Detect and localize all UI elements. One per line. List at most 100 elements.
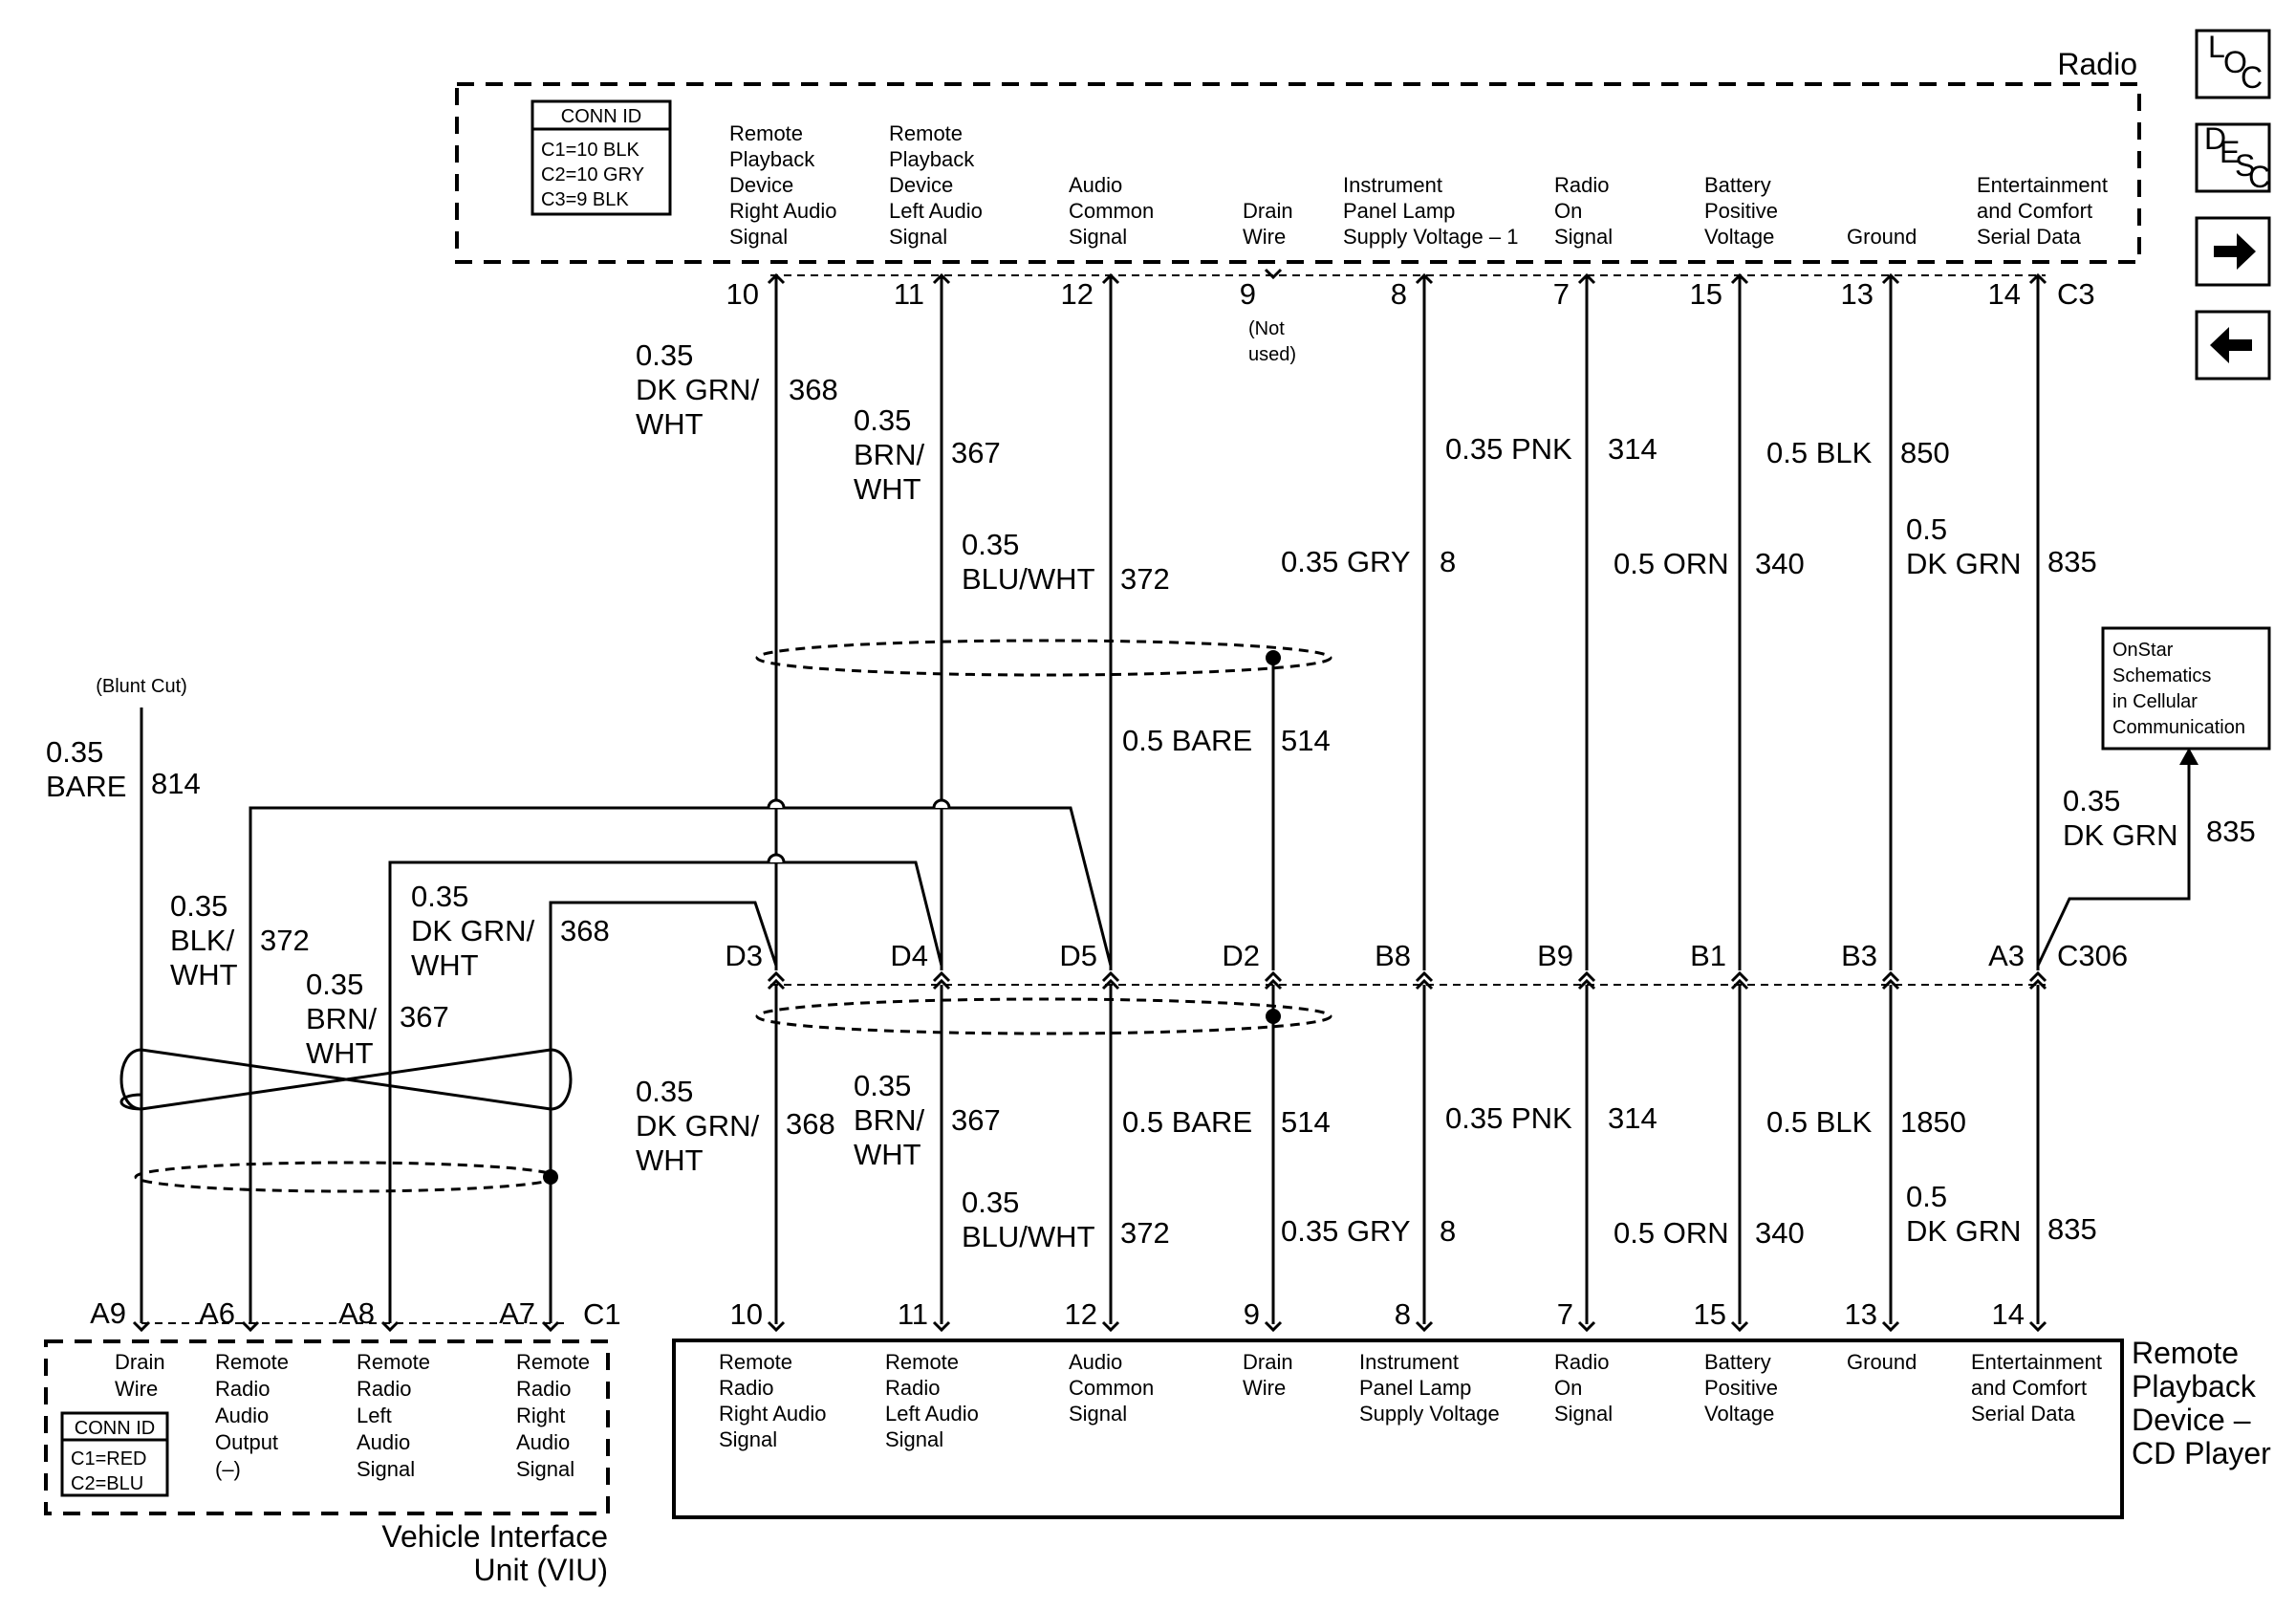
splice-dot xyxy=(543,1169,558,1185)
wire-spec: 0.5 xyxy=(1906,512,1947,546)
radio-circuit-desc: Signal xyxy=(889,225,947,249)
connector-chevron xyxy=(767,970,786,983)
cd-pin-number: 13 xyxy=(1845,1297,1877,1331)
wire-spec: BLU/WHT xyxy=(962,562,1095,596)
radio-conn-id-line: C1=10 BLK xyxy=(541,140,640,161)
viu-pin-desc: Right xyxy=(516,1404,565,1427)
not-used-note: used) xyxy=(1248,344,1296,365)
wire-circuit-number: 835 xyxy=(2206,815,2256,848)
c306-pin-label: B8 xyxy=(1375,939,1411,972)
radio-circuit-desc: Serial Data xyxy=(1977,225,2082,249)
radio-circuit-desc: On xyxy=(1554,199,1582,223)
radio-pin-number: 8 xyxy=(1391,277,1407,311)
connector-chevron xyxy=(932,272,951,285)
radio-circuit-desc: Remote xyxy=(729,121,803,145)
onstar-box xyxy=(2101,626,2271,751)
wire-spec: WHT xyxy=(411,948,479,982)
connector-chevron xyxy=(1881,1320,1900,1333)
wire-spec: WHT xyxy=(854,472,921,506)
radio-circuit-desc: Right Audio xyxy=(729,199,837,223)
cd-pin-number: 14 xyxy=(1992,1297,2025,1331)
location-button[interactable]: L O C xyxy=(2195,29,2271,99)
connector-chevron xyxy=(1730,970,1749,983)
viu-pin-desc: Radio xyxy=(516,1377,571,1401)
viu-pin-desc: Audio xyxy=(357,1430,410,1454)
c306-pin-label: D3 xyxy=(725,939,763,972)
radio-conn-id-box xyxy=(531,99,672,216)
onstar-box-text: Schematics xyxy=(2112,665,2211,686)
wire-367-route xyxy=(388,860,943,1323)
description-button[interactable]: D E S C xyxy=(2195,121,2271,194)
lower-shield-ellipse xyxy=(755,997,1332,1035)
wire-spec: 0.35 xyxy=(170,889,227,923)
wire-circuit-number: 372 xyxy=(1120,1216,1170,1250)
viu-pin-desc: (–) xyxy=(215,1457,241,1481)
c306-connector-id: C306 xyxy=(2057,939,2128,972)
wire-spec: BLK/ xyxy=(170,924,235,957)
wire-circuit-number: 372 xyxy=(1120,562,1170,596)
wire-spec: DK GRN xyxy=(1906,1214,2022,1248)
connector-chevron xyxy=(932,978,951,991)
cd-circuit-desc: Wire xyxy=(1243,1376,1286,1400)
c306-pin-label: B1 xyxy=(1690,939,1726,972)
connector-chevron xyxy=(1264,268,1283,280)
radio-pin-number: 7 xyxy=(1553,277,1570,311)
connector-chevron xyxy=(1415,978,1434,991)
wire-circuit-number: 372 xyxy=(260,924,310,957)
cd-circuit-desc: Left Audio xyxy=(885,1402,979,1426)
cd-circuit-desc: Radio xyxy=(1554,1350,1609,1374)
radio-circuit-desc: Playback xyxy=(889,147,975,171)
wire-spec: 0.5 BLK xyxy=(1766,436,1873,469)
cd-circuit-desc: Drain xyxy=(1243,1350,1293,1374)
wire-circuit-number: 367 xyxy=(951,436,1001,469)
cd-player-title: CD Player xyxy=(2132,1436,2271,1470)
c306-pin-label: D2 xyxy=(1222,939,1260,972)
wire-circuit-number: 367 xyxy=(400,1000,449,1034)
cd-pin-number: 8 xyxy=(1395,1297,1411,1331)
viu-pin-desc: Audio xyxy=(215,1404,269,1427)
blunt-cut-label: (Blunt Cut) xyxy=(96,676,187,697)
cd-circuit-desc: Serial Data xyxy=(1971,1402,2076,1426)
cd-circuit-desc: Panel Lamp xyxy=(1359,1376,1471,1400)
c306-pin-label: B3 xyxy=(1841,939,1877,972)
connector-chevron xyxy=(132,1320,151,1333)
c306-pin-label: D4 xyxy=(890,939,928,972)
wire-circuit-number: 368 xyxy=(789,373,838,406)
wire-spec: 0.35 GRY xyxy=(1281,1214,1411,1248)
wire-spec: 0.5 ORN xyxy=(1614,1216,1729,1250)
viu-pin-label: A6 xyxy=(199,1296,235,1330)
desc-letter-d: D xyxy=(2204,121,2226,156)
wire-spec: BRN/ xyxy=(306,1002,377,1035)
viu-pin-label: A8 xyxy=(338,1296,375,1330)
radio-circuit-desc: Audio xyxy=(1069,173,1122,197)
wire-circuit-number: 514 xyxy=(1281,724,1331,757)
viu-pin-label: A9 xyxy=(90,1296,126,1330)
wire-circuit-number: 514 xyxy=(1281,1105,1331,1139)
wire-spec: 0.5 BLK xyxy=(1766,1105,1873,1139)
radio-circuit-desc: Entertainment xyxy=(1977,173,2108,197)
desc-letter-s: S xyxy=(2235,148,2255,183)
connector-chevron xyxy=(241,1320,260,1333)
radio-circuit-desc: Common xyxy=(1069,199,1154,223)
connector-chevron xyxy=(932,1320,951,1333)
cd-circuit-desc: Remote xyxy=(885,1350,959,1374)
connector-chevron xyxy=(767,1320,786,1333)
radio-circuit-desc: Device xyxy=(729,173,793,197)
viu-pin-desc: Audio xyxy=(516,1430,570,1454)
wire-circuit-number: 367 xyxy=(951,1103,1001,1137)
wire-circuit-number: 340 xyxy=(1755,1216,1805,1250)
cd-pin-number: 11 xyxy=(898,1297,928,1331)
next-page-button[interactable] xyxy=(2195,216,2271,287)
wire-circuit-number: 368 xyxy=(786,1107,835,1141)
wire-spec: DK GRN/ xyxy=(636,373,760,406)
cd-circuit-desc: Radio xyxy=(719,1376,773,1400)
cd-player-title: Remote xyxy=(2132,1336,2239,1370)
radio-circuit-desc: Device xyxy=(889,173,953,197)
arrow-left-icon xyxy=(2210,327,2252,363)
cd-pin-number: 7 xyxy=(1557,1297,1573,1331)
previous-page-button[interactable] xyxy=(2195,310,2271,381)
radio-connector-id: C3 xyxy=(2057,277,2095,311)
c306-pin-label: D5 xyxy=(1059,939,1097,972)
cd-circuit-desc: Signal xyxy=(885,1427,943,1451)
